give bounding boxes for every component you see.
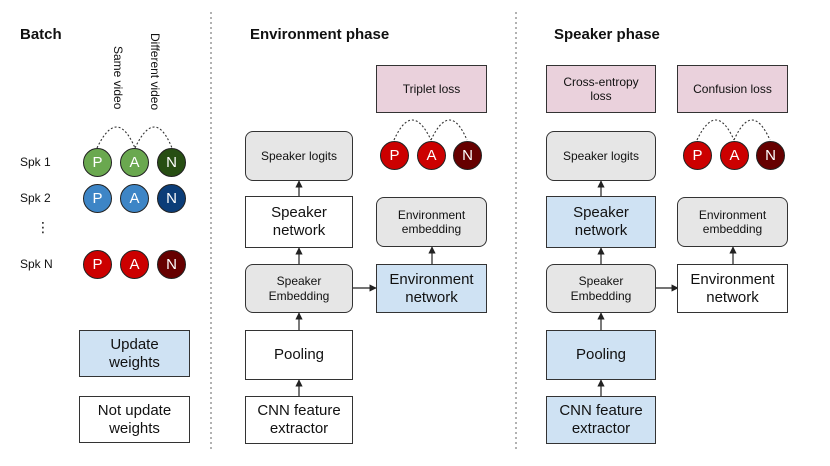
- speaker-label-2: Spk 2: [20, 191, 51, 205]
- env-triplet-arc-1: [393, 119, 432, 141]
- spk-triplet-arc-1: [696, 119, 735, 141]
- same-video-arc: [96, 126, 136, 149]
- batch-title: Batch: [20, 26, 62, 43]
- spkn-anchor-circle: A: [120, 250, 149, 279]
- env-negative-circle: N: [453, 141, 482, 170]
- env-triplet-loss-box: Triplet loss: [376, 65, 487, 113]
- env-cnn-box: CNN feature extractor: [245, 396, 353, 444]
- spk-speaker-embedding-box: Speaker Embedding: [546, 264, 656, 313]
- same-video-label: Same video: [111, 46, 125, 110]
- spk1-positive-circle: P: [83, 148, 112, 177]
- spk-positive-circle: P: [683, 141, 712, 170]
- spk-triplet-arc-2: [733, 119, 771, 141]
- env-pooling-box: Pooling: [245, 330, 353, 380]
- spk2-anchor-circle: A: [120, 184, 149, 213]
- spk-ce-loss-box: Cross-entropy loss: [546, 65, 656, 113]
- speaker-ellipsis: ⋮: [36, 219, 50, 235]
- different-video-arc: [134, 126, 173, 149]
- spk-speaker-logits-box: Speaker logits: [546, 131, 656, 181]
- spk2-positive-circle: P: [83, 184, 112, 213]
- spk2-negative-circle: N: [157, 184, 186, 213]
- spk1-anchor-circle: A: [120, 148, 149, 177]
- spk-anchor-circle: A: [720, 141, 749, 170]
- spk-negative-circle: N: [756, 141, 785, 170]
- env-triplet-arc-2: [430, 119, 468, 141]
- spk-phase-title: Speaker phase: [554, 26, 660, 43]
- spkn-positive-circle: P: [83, 250, 112, 279]
- speaker-label-n: Spk N: [20, 257, 53, 271]
- env-positive-circle: P: [380, 141, 409, 170]
- env-phase-title: Environment phase: [250, 26, 390, 43]
- legend-update-weights: Update weights: [79, 330, 190, 377]
- spkn-negative-circle: N: [157, 250, 186, 279]
- env-speaker-network-box: Speaker network: [245, 196, 353, 248]
- speaker-label-1: Spk 1: [20, 155, 51, 169]
- legend-not-update-weights: Not update weights: [79, 396, 190, 443]
- spk-pooling-box: Pooling: [546, 330, 656, 380]
- different-video-label: Different video: [148, 33, 162, 111]
- env-speaker-logits-box: Speaker logits: [245, 131, 353, 181]
- spk-speaker-network-box: Speaker network: [546, 196, 656, 248]
- spk-env-embedding-box: Environment embedding: [677, 197, 788, 247]
- env-env-embedding-box: Environment embedding: [376, 197, 487, 247]
- spk-cnn-box: CNN feature extractor: [546, 396, 656, 444]
- env-env-network-box: Environment network: [376, 264, 487, 313]
- spk1-negative-circle: N: [157, 148, 186, 177]
- spk-env-network-box: Environment network: [677, 264, 788, 313]
- env-anchor-circle: A: [417, 141, 446, 170]
- spk-confusion-loss-box: Confusion loss: [677, 65, 788, 113]
- env-speaker-embedding-box: Speaker Embedding: [245, 264, 353, 313]
